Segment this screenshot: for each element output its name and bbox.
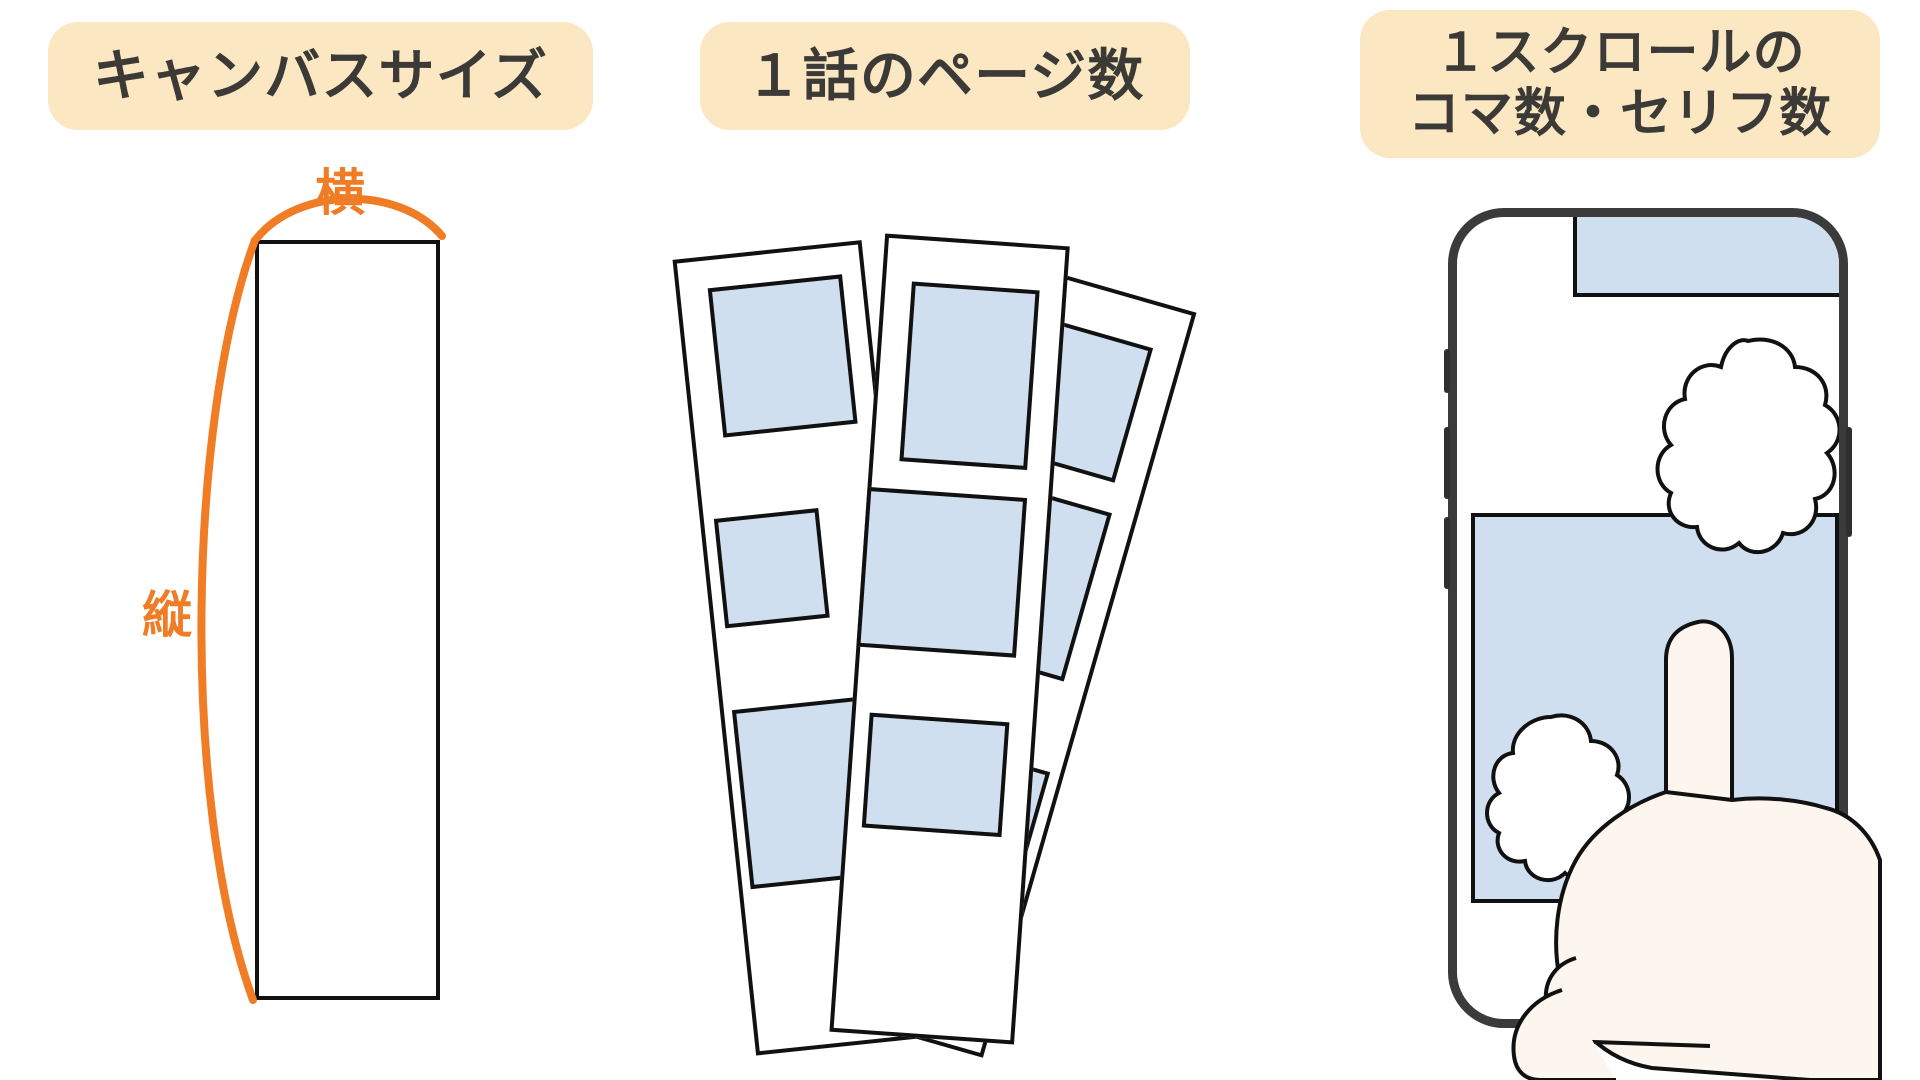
mute-switch-button[interactable]	[1444, 349, 1450, 393]
smartphone-screen[interactable]	[1457, 217, 1839, 1019]
section-label-panels-per-scroll: １スクロールの コマ数・セリフ数	[1360, 10, 1880, 158]
smartphone-frame	[1444, 208, 1852, 1028]
volume-up-button[interactable]	[1444, 427, 1450, 499]
panels-per-scroll-label-text: １スクロールの コマ数・セリフ数	[1407, 23, 1833, 143]
pointing-hand-icon	[1511, 619, 1882, 1080]
strip-panel	[899, 281, 1040, 471]
section-label-canvas-size: キャンバスサイズ	[48, 22, 593, 130]
screen-comic-panel	[1573, 217, 1839, 297]
volume-down-button[interactable]	[1444, 517, 1450, 589]
canvas-size-label-text: キャンバスサイズ	[92, 43, 549, 107]
strip-panel	[856, 486, 1028, 658]
strip-panel	[707, 274, 858, 438]
canvas-rectangle	[255, 240, 440, 1000]
arc-height-icon	[197, 236, 259, 1004]
section-label-pages-per-episode: １話のページ数	[700, 22, 1190, 130]
annotation-width-yoko: 横	[315, 165, 365, 221]
power-button[interactable]	[1846, 427, 1852, 537]
strip-panel	[861, 712, 1010, 838]
annotation-height-tate: 縦	[142, 587, 192, 643]
speech-bubble-icon	[1655, 337, 1839, 554]
pages-per-episode-label-text: １話のページ数	[745, 43, 1145, 107]
strip-panel	[713, 508, 830, 629]
